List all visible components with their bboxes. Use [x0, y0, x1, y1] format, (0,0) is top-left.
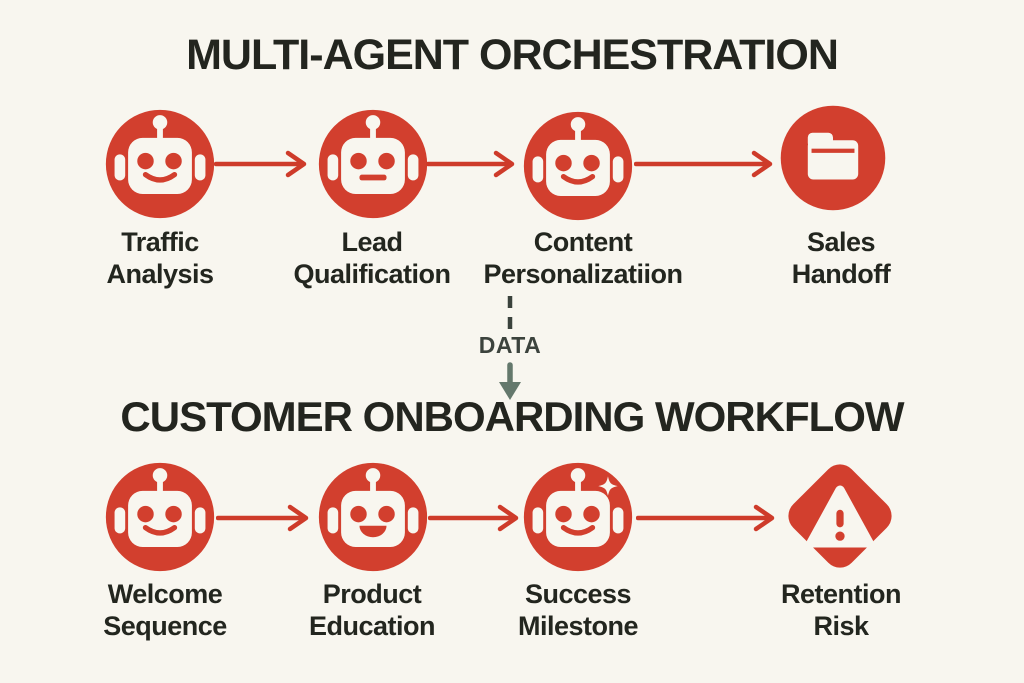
sparkle-icon [598, 476, 618, 496]
node-label-line2: Handoff [791, 259, 891, 289]
dashed-line-icon [507, 296, 513, 332]
arrow-right-icon [636, 504, 775, 532]
arrow-right-icon [426, 150, 515, 178]
data-connector-label: DATA [478, 332, 542, 358]
arrow-right-icon [216, 504, 309, 532]
arrow-right-icon [634, 150, 773, 178]
bottom-section-title: CUSTOMER ONBOARDING WORKFLOW [120, 393, 904, 440]
node-label-line2: Sequence [103, 611, 227, 641]
node-label-line1: Success [524, 579, 632, 609]
node-label-line1: Welcome [107, 579, 223, 609]
node-label: Traffic Analysis [30, 226, 290, 290]
node-label-line2: Risk [813, 611, 869, 641]
node-label-line2: Education [308, 611, 436, 641]
node-label-line1: Retention [781, 579, 902, 609]
robot-neutral-icon [318, 109, 428, 219]
node-label: Retention Risk [711, 578, 971, 642]
top-section-title: MULTI-AGENT ORCHESTRATION [186, 31, 839, 79]
node-label-line2: Milestone [517, 611, 639, 641]
robot-smile-icon [105, 109, 215, 219]
warning-diamond-icon [788, 464, 892, 568]
node-label-line1: Product [322, 579, 422, 609]
node-label-line1: Content [533, 227, 633, 257]
node-label-line1: Traffic [121, 227, 199, 257]
node-label: Sales Handoff [711, 226, 971, 290]
node-label-line1: Lead [341, 227, 403, 257]
node-label-line2: Qualification [293, 259, 451, 289]
node-label: Product Education [242, 578, 502, 642]
node-label-line2: Personalizatiion [483, 259, 683, 289]
arrow-down-icon [499, 362, 521, 400]
arrow-right-icon [428, 504, 519, 532]
arrow-right-icon [214, 150, 307, 178]
node-label: Success Milestone [448, 578, 708, 642]
node-label-line2: Analysis [106, 259, 214, 289]
robot-smile-icon [523, 111, 633, 221]
node-label: Welcome Sequence [35, 578, 295, 642]
robot-open-smile-icon [318, 462, 428, 572]
node-label-line1: Sales [806, 227, 876, 257]
robot-sparkle-icon [523, 462, 633, 572]
node-label: Content Personalizatiion [453, 226, 713, 290]
folder-icon [780, 105, 886, 211]
robot-smile-icon [105, 462, 215, 572]
node-label: Lead Qualification [242, 226, 502, 290]
